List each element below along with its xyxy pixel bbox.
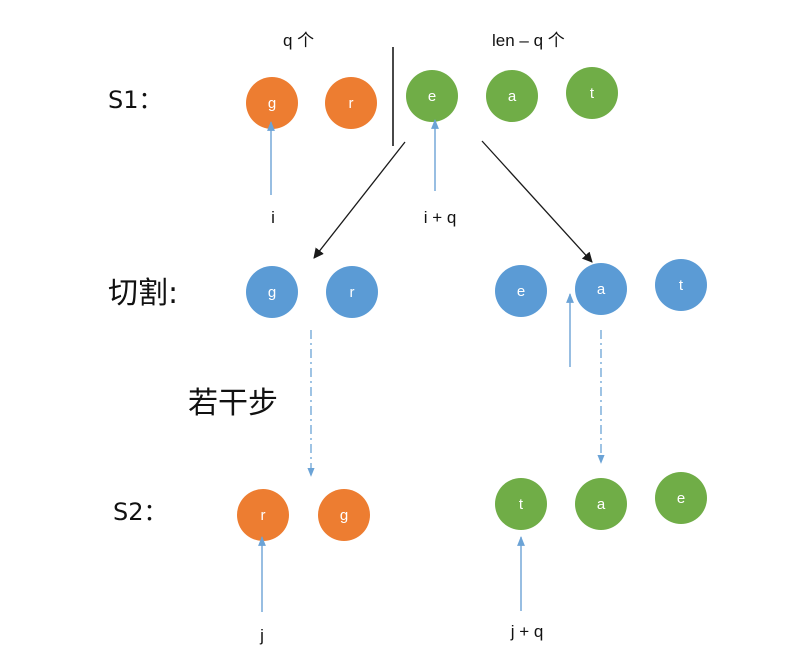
- cut-node-letter: r: [350, 284, 355, 301]
- cut-node-letter: t: [679, 277, 684, 294]
- s2-node-circle: [237, 489, 289, 541]
- s1-node-letter: r: [349, 95, 354, 112]
- s1-node-letter: e: [428, 88, 436, 105]
- s2-node-circle: [495, 478, 547, 530]
- s1-node-a: a: [486, 70, 538, 122]
- s2-node-letter: t: [519, 496, 524, 513]
- cut-node-circle: [575, 263, 627, 315]
- split-arrow-left: [313, 141, 406, 259]
- cut-node-circle: [655, 259, 707, 311]
- s1-node-t: t: [566, 67, 618, 119]
- pointer-label-j-plus-q: j + q: [510, 622, 544, 641]
- cut-node-letter: a: [597, 281, 606, 298]
- cut-node-circle: [246, 266, 298, 318]
- s2-node-circle: [318, 489, 370, 541]
- s2-node-circle: [575, 478, 627, 530]
- s2-node-circle: [655, 472, 707, 524]
- cut-node-circle: [326, 266, 378, 318]
- s2-node-r: r: [237, 489, 289, 541]
- s2-node-a: a: [575, 478, 627, 530]
- row-label-s1: S1：: [108, 86, 163, 114]
- s1-node-r: r: [325, 77, 377, 129]
- cut-node-t: t: [655, 259, 707, 311]
- pointer-label-j: j: [259, 626, 264, 645]
- s2-node-e: e: [655, 472, 707, 524]
- s1-node-letter: a: [508, 88, 517, 105]
- s1-node-circle: [246, 77, 298, 129]
- s2-node-letter: a: [597, 496, 606, 513]
- row-label-steps: 若干步: [188, 386, 278, 421]
- s1-node-circle: [406, 70, 458, 122]
- section-label-q-count: q 个: [283, 31, 314, 50]
- section-label-len-minus-q: len – q 个: [492, 31, 565, 50]
- s1-node-letter: g: [268, 95, 276, 112]
- s2-node-letter: r: [261, 507, 266, 524]
- s1-node-letter: t: [590, 85, 595, 102]
- s1-node-e: e: [406, 70, 458, 122]
- s2-node-letter: g: [340, 507, 348, 524]
- s2-node-g: g: [318, 489, 370, 541]
- pointer-label-i-plus-q: i + q: [424, 208, 457, 227]
- split-arrow-right: [481, 140, 593, 263]
- row-label-s2: S2：: [113, 498, 168, 526]
- cut-node-letter: e: [517, 283, 525, 300]
- s2-node-t: t: [495, 478, 547, 530]
- cut-node-g: g: [246, 266, 298, 318]
- cut-node-circle: [495, 265, 547, 317]
- cut-node-letter: g: [268, 284, 276, 301]
- cut-node-r: r: [326, 266, 378, 318]
- cut-node-a: a: [575, 263, 627, 315]
- nodes-group: g r e a t g r e a t r g t a e: [237, 67, 707, 541]
- s1-node-circle: [325, 77, 377, 129]
- s1-node-circle: [486, 70, 538, 122]
- s2-node-letter: e: [677, 490, 685, 507]
- pointer-label-i: i: [271, 208, 275, 227]
- s1-node-circle: [566, 67, 618, 119]
- cut-node-e: e: [495, 265, 547, 317]
- s1-node-g: g: [246, 77, 298, 129]
- row-label-cut: 切割:: [108, 276, 178, 311]
